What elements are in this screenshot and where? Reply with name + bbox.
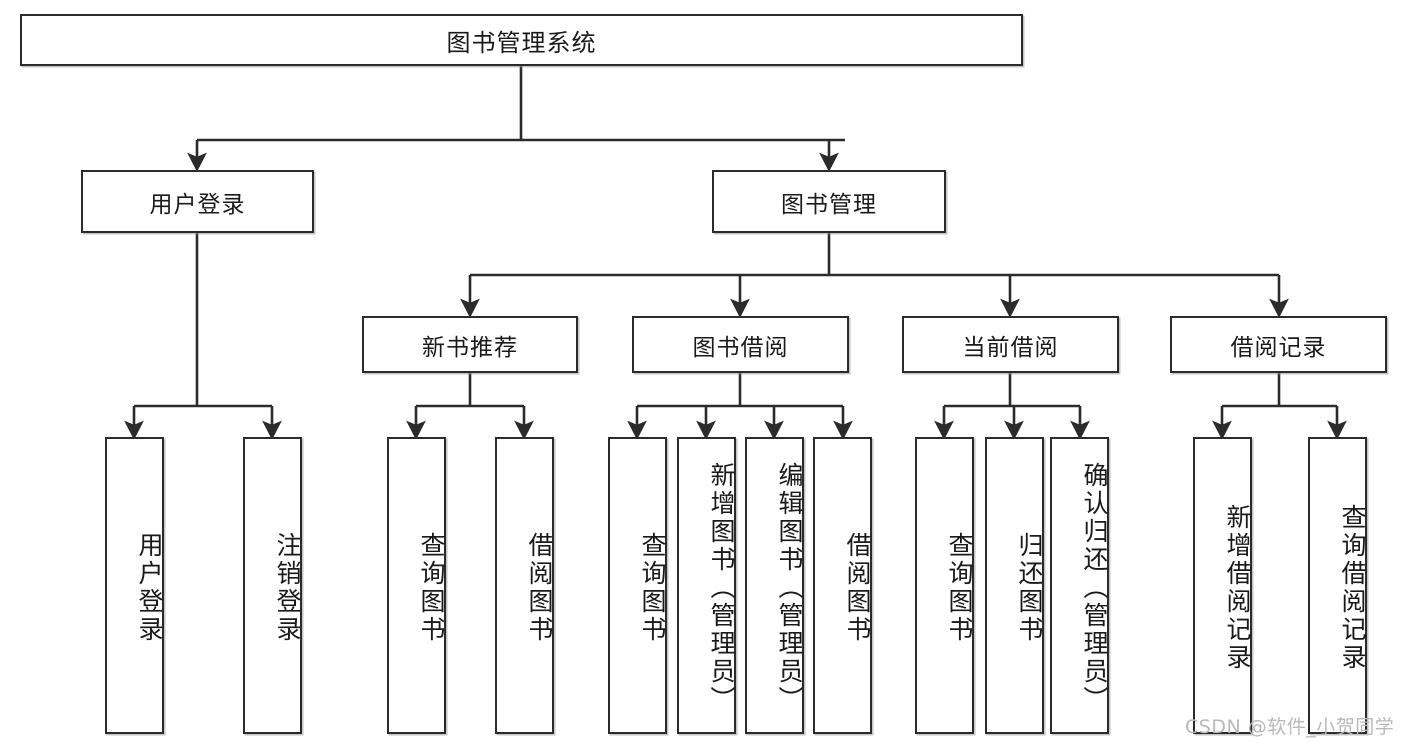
node-root-system[interactable]: 图书管理系统	[20, 14, 1023, 66]
node-borrow-records[interactable]: 借阅记录	[1170, 316, 1387, 373]
leaf-add-borrow-record[interactable]: 新增借阅记录	[1193, 437, 1252, 734]
leaf-query-book-borrow[interactable]: 查询图书	[608, 437, 667, 734]
node-book-management[interactable]: 图书管理	[712, 170, 946, 233]
node-current-borrow[interactable]: 当前借阅	[902, 316, 1119, 373]
leaf-confirm-return-admin[interactable]: 确认归还（管理员）	[1050, 437, 1109, 734]
leaf-user-login[interactable]: 用户登录	[105, 437, 164, 734]
leaf-return-book[interactable]: 归还图书	[985, 437, 1044, 734]
leaf-query-borrow-record[interactable]: 查询借阅记录	[1308, 437, 1367, 734]
leaf-query-book-newbook[interactable]: 查询图书	[387, 437, 446, 734]
leaf-edit-book-admin[interactable]: 编辑图书（管理员）	[745, 437, 804, 734]
csdn-watermark: CSDN @软件_小贺同学	[1185, 716, 1395, 738]
node-user-login[interactable]: 用户登录	[81, 170, 314, 233]
leaf-borrow-book-borrow[interactable]: 借阅图书	[813, 437, 872, 734]
leaf-query-book-current[interactable]: 查询图书	[915, 437, 974, 734]
leaf-borrow-book-newbook[interactable]: 借阅图书	[495, 437, 554, 734]
leaf-logout[interactable]: 注销登录	[243, 437, 302, 734]
leaf-add-book-admin[interactable]: 新增图书（管理员）	[677, 437, 736, 734]
node-book-borrow[interactable]: 图书借阅	[632, 316, 849, 373]
node-new-book-recommend[interactable]: 新书推荐	[362, 316, 578, 373]
